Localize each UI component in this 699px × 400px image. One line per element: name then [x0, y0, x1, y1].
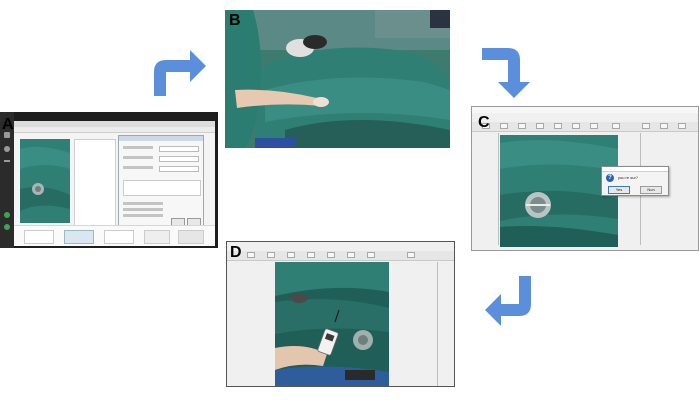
panel-a-software-screenshot — [0, 112, 218, 248]
drape-image — [500, 135, 618, 247]
menu-icon — [4, 160, 10, 162]
arrow-a-to-b — [154, 50, 206, 96]
toolbar-button[interactable] — [267, 252, 275, 258]
panel-c-confirmation-screenshot: ? you re sur? Yes Non — [471, 106, 699, 251]
question-icon: ? — [606, 174, 614, 182]
toolbar-button[interactable] — [367, 252, 375, 258]
toolbar-button[interactable] — [554, 123, 562, 129]
title-bar — [14, 121, 215, 127]
sidebar-strip — [0, 112, 14, 248]
settings-dialog — [118, 135, 204, 233]
toolbar-button[interactable] — [482, 123, 490, 129]
toolbar — [227, 251, 454, 261]
title-bar — [472, 107, 698, 113]
dialog-message: you re sur? — [618, 175, 639, 180]
panel-c-label: C — [478, 114, 490, 131]
status-icon — [4, 212, 10, 218]
panel-b-label: B — [229, 12, 241, 29]
toolbar-button[interactable] — [590, 123, 598, 129]
measurement-photo — [275, 262, 389, 386]
operating-room-photo — [225, 10, 450, 148]
drape-image — [20, 139, 70, 223]
confirm-dialog: ? you re sur? Yes Non — [601, 166, 669, 196]
panel-d-measurement-screenshot — [226, 241, 455, 387]
panel-d-label: D — [230, 244, 242, 261]
toolbar — [14, 127, 215, 133]
status-icon — [4, 224, 10, 230]
toolbar-button[interactable] — [347, 252, 355, 258]
viewer-pane — [74, 139, 116, 237]
panel-b-operating-room-photo — [225, 10, 450, 148]
toolbar-button[interactable] — [642, 123, 650, 129]
toolbar-button[interactable] — [327, 252, 335, 258]
pane-divider — [498, 133, 499, 245]
thumbnail-strip — [14, 225, 215, 246]
no-button[interactable]: Non — [640, 186, 662, 194]
arrow-b-to-c — [482, 48, 530, 98]
toolbar-button[interactable] — [247, 252, 255, 258]
toolbar-button[interactable] — [612, 123, 620, 129]
toolbar — [472, 122, 698, 132]
user-icon — [4, 146, 10, 152]
toolbar-button[interactable] — [307, 252, 315, 258]
yes-button[interactable]: Yes — [608, 186, 630, 194]
toolbar-button[interactable] — [660, 123, 668, 129]
panel-a-label: A — [2, 116, 14, 133]
toolbar-button[interactable] — [536, 123, 544, 129]
toolbar-button[interactable] — [287, 252, 295, 258]
app-window — [14, 121, 215, 246]
pane-divider — [437, 262, 438, 386]
toolbar-button[interactable] — [572, 123, 580, 129]
toolbar-button[interactable] — [678, 123, 686, 129]
toolbar-button[interactable] — [500, 123, 508, 129]
toolbar-button[interactable] — [407, 252, 415, 258]
gear-icon — [4, 132, 10, 138]
toolbar-button[interactable] — [518, 123, 526, 129]
arrow-c-to-d — [485, 276, 531, 326]
